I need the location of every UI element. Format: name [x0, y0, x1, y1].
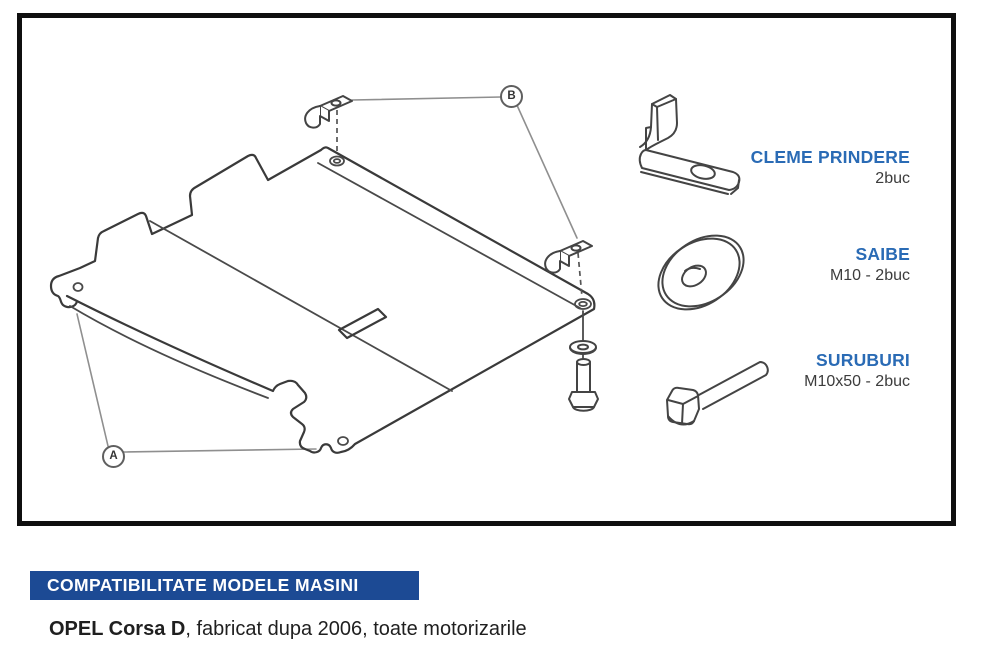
model-name: OPEL Corsa D	[49, 618, 186, 640]
callout-b: B	[500, 85, 523, 108]
part-title: SAIBE	[855, 244, 910, 264]
diagram-frame	[17, 13, 956, 526]
part-label-suruburi: SURUBURI M10x50 - 2buc	[804, 350, 910, 391]
compatibility-header: COMPATIBILITATE MODELE MASINI	[47, 575, 359, 595]
skid-plate-drawing	[49, 146, 596, 454]
bracket-icon	[638, 94, 741, 195]
bolt-icon	[666, 361, 769, 426]
compatibility-model-line: OPEL Corsa D, fabricat dupa 2006, toate …	[49, 618, 527, 641]
part-spec: M10x50 - 2buc	[804, 373, 910, 390]
model-details: , fabricat dupa 2006, toate motorizarile	[185, 618, 527, 640]
callout-leader-lines	[76, 96, 578, 453]
part-title: CLEME PRINDERE	[750, 147, 910, 167]
washer-bolt-assembly-drawing	[568, 310, 599, 412]
compatibility-banner: COMPATIBILITATE MODELE MASINI	[30, 571, 419, 600]
clamp-right-drawing	[544, 240, 593, 298]
part-spec: M10 - 2buc	[829, 267, 910, 284]
part-spec: 2buc	[875, 170, 910, 187]
part-label-cleme-prindere: CLEME PRINDERE 2buc	[751, 147, 910, 188]
part-label-saibe: SAIBE M10 - 2buc	[830, 244, 910, 285]
callout-a: A	[102, 445, 125, 468]
washer-icon	[657, 234, 745, 311]
clamp-top-drawing	[304, 95, 353, 154]
part-title: SURUBURI	[816, 350, 910, 370]
